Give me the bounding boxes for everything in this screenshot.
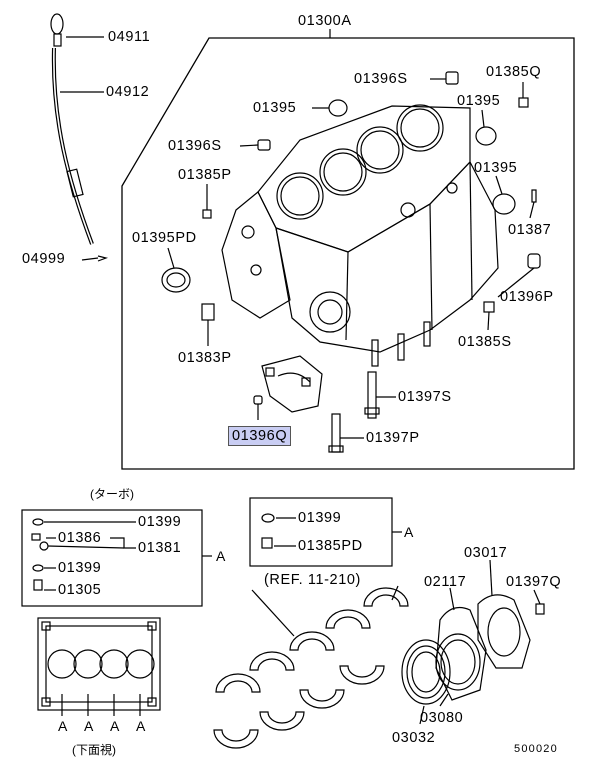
callout-01386[interactable]: 01386 [58, 530, 102, 546]
leader-lines [167, 78, 535, 439]
callout-01396s-top[interactable]: 01396S [354, 71, 408, 87]
ref-leaders [251, 585, 399, 637]
main-box-frame [121, 37, 575, 470]
callout-04911[interactable]: 04911 [108, 29, 151, 45]
callout-01383p[interactable]: 01383P [178, 350, 232, 366]
callout-01396q-highlighted[interactable]: 01396Q [228, 426, 292, 446]
callout-02117[interactable]: 02117 [424, 574, 467, 590]
underside-marker: A [136, 718, 146, 734]
callout-04912[interactable]: 04912 [106, 84, 150, 100]
callout-01385s[interactable]: 01385S [458, 334, 512, 350]
callout-04999[interactable]: 04999 [22, 251, 66, 267]
underside-marker: A [84, 718, 94, 734]
callout-01396p[interactable]: 01396P [500, 289, 554, 305]
o-ring-icon [261, 513, 275, 523]
small-box-ref-letter: A [404, 524, 414, 540]
callout-01397p[interactable]: 01397P [366, 430, 420, 446]
turbo-box-frame [21, 509, 203, 607]
callout-01385p[interactable]: 01385P [178, 167, 232, 183]
underside-marker: A [110, 718, 120, 734]
callout-01399-small[interactable]: 01399 [298, 510, 342, 526]
callout-03080[interactable]: 03080 [420, 710, 464, 726]
ref-note[interactable]: (REF. 11-210) [264, 572, 361, 588]
callout-01395-right[interactable]: 01395 [457, 93, 501, 109]
underside-caption: (下面視) [72, 743, 116, 757]
callout-01387[interactable]: 01387 [508, 222, 552, 238]
seal-retainer-icon [401, 559, 545, 725]
callout-01399-turbo-top[interactable]: 01399 [138, 514, 182, 530]
callout-03032[interactable]: 03032 [392, 730, 436, 746]
bolt-icon [261, 537, 273, 549]
assembly-title[interactable]: 01300A [298, 13, 352, 29]
callout-01395pd[interactable]: 01395PD [132, 230, 197, 246]
callout-01305[interactable]: 01305 [58, 582, 102, 598]
callout-01385pd[interactable]: 01385PD [298, 538, 363, 554]
figure-number: 500020 [514, 743, 558, 755]
callout-01381[interactable]: 01381 [138, 540, 182, 556]
turbo-ref-letter: A [216, 548, 226, 564]
fitting-icon [31, 533, 49, 591]
callout-01397s[interactable]: 01397S [398, 389, 452, 405]
bearing-cap-icon [261, 355, 323, 413]
callout-01395-left[interactable]: 01395 [253, 100, 297, 116]
block-underside-icon [37, 617, 161, 716]
turbo-leaders [44, 521, 136, 591]
bearing-shell-icon [213, 587, 409, 749]
o-ring-icon [32, 518, 44, 572]
callout-01396s-left[interactable]: 01396S [168, 138, 222, 154]
callout-01397q[interactable]: 01397Q [506, 574, 562, 590]
turbo-caption: (ターボ) [90, 487, 134, 501]
bolt-icon [201, 97, 537, 453]
small-box-frame [249, 497, 393, 567]
callout-01399-turbo-bottom[interactable]: 01399 [58, 560, 102, 576]
callout-01385q[interactable]: 01385Q [486, 64, 542, 80]
callout-03017[interactable]: 03017 [464, 545, 508, 561]
callout-01395-lower[interactable]: 01395 [474, 160, 518, 176]
underside-marker: A [58, 718, 68, 734]
cylinder-block-icon [221, 104, 499, 367]
dipstick-icon [50, 13, 109, 262]
